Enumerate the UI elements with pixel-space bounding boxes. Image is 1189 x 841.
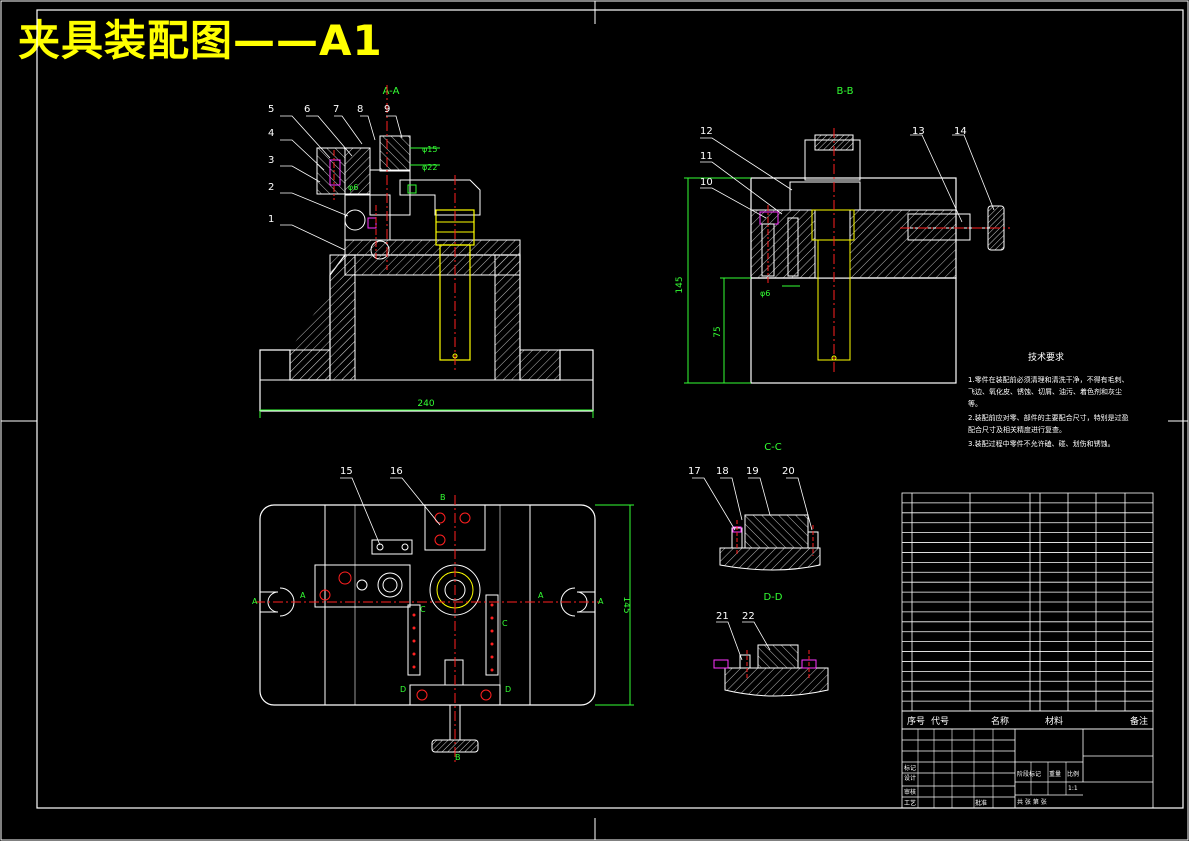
tb-label-weight: 重量 — [1049, 770, 1061, 778]
tb-scale-value: 1:1 — [1068, 785, 1078, 792]
section-view-aa: A-A 240 — [259, 85, 594, 418]
balloon-2: 2 — [268, 182, 274, 193]
section-view-cc: C-C 17 18 19 20 — [688, 442, 821, 571]
balloon-22: 22 — [742, 611, 755, 622]
tech-req-line1: 1.零件在装配前必须清理和清洗干净，不得有毛刺、 — [968, 375, 1129, 384]
balloon-3: 3 — [268, 155, 274, 166]
dim-d15: φ15 — [422, 145, 437, 154]
technical-requirements: 技术要求 1.零件在装配前必须清理和清洗干净，不得有毛刺、 飞边、氧化皮、锈蚀、… — [968, 351, 1129, 448]
cut-mark-b-bottom: B — [455, 753, 461, 762]
plan-view: A A A A B B C C D D 145 15 16 — [252, 466, 634, 762]
balloon-4: 4 — [268, 128, 274, 139]
balloon-15: 15 — [340, 466, 353, 477]
tech-req-line2: 飞边、氧化皮、锈蚀、切屑、油污、着色剂和灰尘 — [968, 387, 1122, 396]
balloon-14: 14 — [954, 126, 967, 137]
balloon-20: 20 — [782, 466, 795, 477]
tech-req-line4: 2.装配前应对零、部件的主要配合尺寸，特别是过盈 — [968, 413, 1129, 422]
tb-label-scale: 比例 — [1067, 770, 1079, 778]
view-label-aa: A-A — [383, 86, 400, 97]
cut-mark-a-left2: A — [300, 591, 306, 600]
dim-d6-bb: φ6 — [760, 289, 770, 298]
balloon-5: 5 — [268, 104, 274, 115]
cut-mark-c-left: C — [420, 605, 426, 614]
balloon-9: 9 — [384, 104, 390, 115]
view-label-dd: D-D — [763, 592, 782, 603]
balloon-10: 10 — [700, 177, 713, 188]
tech-req-line6: 3.装配过程中零件不允许磕、碰、划伤和锈蚀。 — [968, 439, 1115, 448]
view-label-cc: C-C — [764, 442, 782, 453]
tb-sheet-count: 共 张 第 张 — [1017, 798, 1047, 806]
cut-mark-d-left: D — [400, 685, 406, 694]
tb-label-stage: 阶段标记 — [1017, 770, 1041, 778]
dim-145-plan: 145 — [621, 596, 631, 613]
balloon-6: 6 — [304, 104, 310, 115]
bom-header-note: 备注 — [1130, 715, 1148, 727]
dim-75: 75 — [713, 326, 723, 337]
tb-label-design: 设计 — [904, 774, 916, 782]
balloon-7: 7 — [333, 104, 339, 115]
balloon-12: 12 — [700, 126, 713, 137]
bom-header-name: 名称 — [991, 715, 1009, 727]
cut-mark-d-right: D — [505, 685, 511, 694]
tech-req-line3: 等。 — [968, 399, 982, 408]
section-view-bb: B-B 145 75 φ6 — [675, 86, 1010, 384]
tech-req-line5: 配合尺寸及相关精度进行复查。 — [968, 425, 1066, 434]
dim-145-bb: 145 — [675, 276, 685, 293]
balloon-1: 1 — [268, 214, 274, 225]
dim-d6: φ6 — [348, 183, 358, 192]
bom-header-code: 代号 — [931, 716, 949, 727]
drawing-title: 夹具装配图——A1 — [18, 16, 383, 65]
bom-header-material: 材料 — [1045, 715, 1063, 727]
view-label-bb: B-B — [837, 86, 854, 97]
balloon-21: 21 — [716, 611, 729, 622]
section-view-dd: D-D 21 22 — [713, 592, 829, 697]
parts-list: 序号 代号 名称 材料 备注 — [901, 492, 1154, 730]
dim-d22: φ22 — [422, 163, 437, 172]
cut-mark-b-top: B — [440, 493, 446, 502]
balloon-13: 13 — [912, 126, 925, 137]
cut-mark-c-right: C — [502, 619, 508, 628]
balloon-8: 8 — [357, 104, 363, 115]
tb-label-approve: 批准 — [975, 799, 987, 807]
title-block: 标记 设计 审核 工艺 批准 阶段标记 重量 比例 1:1 共 张 第 张 — [901, 728, 1154, 809]
dim-240: 240 — [417, 399, 434, 409]
tech-req-heading: 技术要求 — [1028, 351, 1064, 363]
balloon-16: 16 — [390, 466, 403, 477]
cut-mark-a-right: A — [538, 591, 544, 600]
balloon-11: 11 — [700, 151, 713, 162]
tb-label-review: 审核 — [904, 788, 916, 796]
balloon-19: 19 — [746, 466, 759, 477]
balloon-18: 18 — [716, 466, 729, 477]
cut-mark-a-left: A — [252, 597, 258, 606]
balloon-17: 17 — [688, 466, 701, 477]
cut-mark-a-right2: A — [598, 597, 604, 606]
tb-label-mark: 标记 — [904, 764, 916, 772]
tb-label-process: 工艺 — [904, 799, 916, 807]
bom-header-seq: 序号 — [907, 715, 925, 727]
